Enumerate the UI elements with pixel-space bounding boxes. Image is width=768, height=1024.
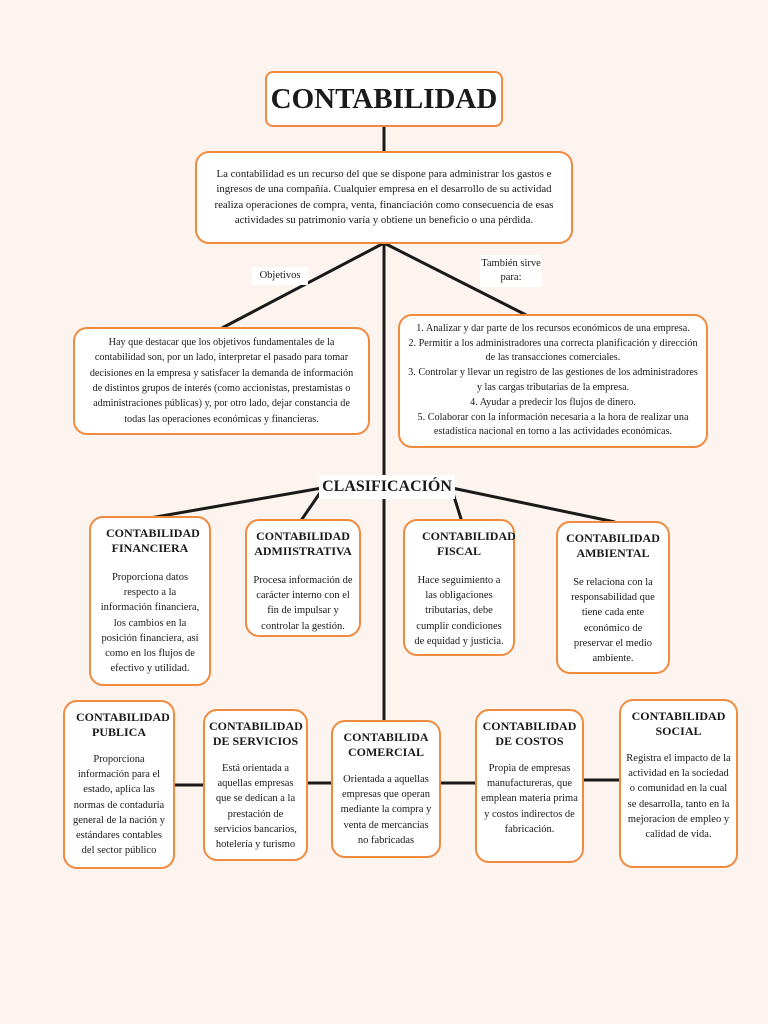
type-title: CONTABILIDA COMERCIAL <box>343 730 429 759</box>
type-title: CONTABILIDAD AMBIENTAL <box>566 531 660 560</box>
objectives-text: Hay que destacar que los objetivos funda… <box>89 337 354 425</box>
type-comercial: CONTABILIDA COMERCIAL Orientada a aquell… <box>331 720 441 858</box>
type-administrativa: CONTABILIDAD ADMIISTRATIVA Procesa infor… <box>245 519 361 637</box>
page-title: CONTABILIDAD <box>270 82 498 115</box>
objetivos-label: Objetivos <box>252 267 308 286</box>
type-title: CONTABILIDAD ADMIISTRATIVA <box>254 529 352 558</box>
type-text: Está orientada a aquellas empresas que s… <box>214 763 297 851</box>
uses-item-4: 4. Ayudar a predecir los flujos de diner… <box>470 396 636 408</box>
type-publica: CONTABILIDAD PUBLICA Proporciona informa… <box>63 700 175 869</box>
type-title: CONTABILIDAD DE SERVICIOS <box>209 719 303 748</box>
type-fiscal: CONTABILIDAD FISCAL Hace seguimiento a l… <box>403 519 516 656</box>
type-text: Propia de empresas manufactureras, que e… <box>481 763 578 835</box>
type-text: Procesa información de carácter interno … <box>253 575 353 632</box>
uses-box: 1. Analizar y dar parte de los recursos … <box>398 314 708 448</box>
type-title: CONTABILIDAD FINANCIERA <box>106 526 200 555</box>
type-text: Hace seguimiento a las obligaciones trib… <box>414 575 504 647</box>
definition-box: La contabilidad es un recurso del que se… <box>195 151 573 244</box>
tambien-label: También sirve para: <box>480 255 542 288</box>
type-text: Registra el impacto de la actividad en l… <box>626 753 731 841</box>
title-box: CONTABILIDAD <box>265 71 503 127</box>
type-social: CONTABILIDAD SOCIAL Registra el impacto … <box>619 699 738 868</box>
definition-text: La contabilidad es un recurso del que se… <box>214 168 554 226</box>
type-text: Se relaciona con la responsabilidad que … <box>571 577 655 665</box>
type-text: Proporciona datos respecto a la informac… <box>100 572 200 675</box>
type-title: CONTABILIDAD FISCAL <box>422 529 516 558</box>
classification-title: CLASIFICACIÓN <box>319 475 455 499</box>
type-servicios: CONTABILIDAD DE SERVICIOS Está orientada… <box>203 709 308 861</box>
type-text: Proporciona información para el estado, … <box>72 754 166 857</box>
uses-item-2: 2. Permitir a los administradores una co… <box>408 337 698 364</box>
type-costos: CONTABILIDAD DE COSTOS Propia de empresa… <box>475 709 584 863</box>
objectives-box: Hay que destacar que los objetivos funda… <box>73 327 370 435</box>
type-title: CONTABILIDAD SOCIAL <box>631 709 726 738</box>
type-title: CONTABILIDAD PUBLICA <box>76 710 170 739</box>
uses-item-5: 5. Colaborar con la información necesari… <box>417 411 689 438</box>
type-ambiental: CONTABILIDAD AMBIENTAL Se relaciona con … <box>556 521 670 674</box>
type-text: Orientada a aquellas empresas que operan… <box>340 774 432 846</box>
uses-item-1: 1. Analizar y dar parte de los recursos … <box>416 322 690 334</box>
uses-item-3: 3. Controlar y llevar un registro de las… <box>408 367 698 393</box>
type-title: CONTABILIDAD DE COSTOS <box>482 719 577 748</box>
type-financiera: CONTABILIDAD FINANCIERA Proporciona dato… <box>89 516 211 686</box>
